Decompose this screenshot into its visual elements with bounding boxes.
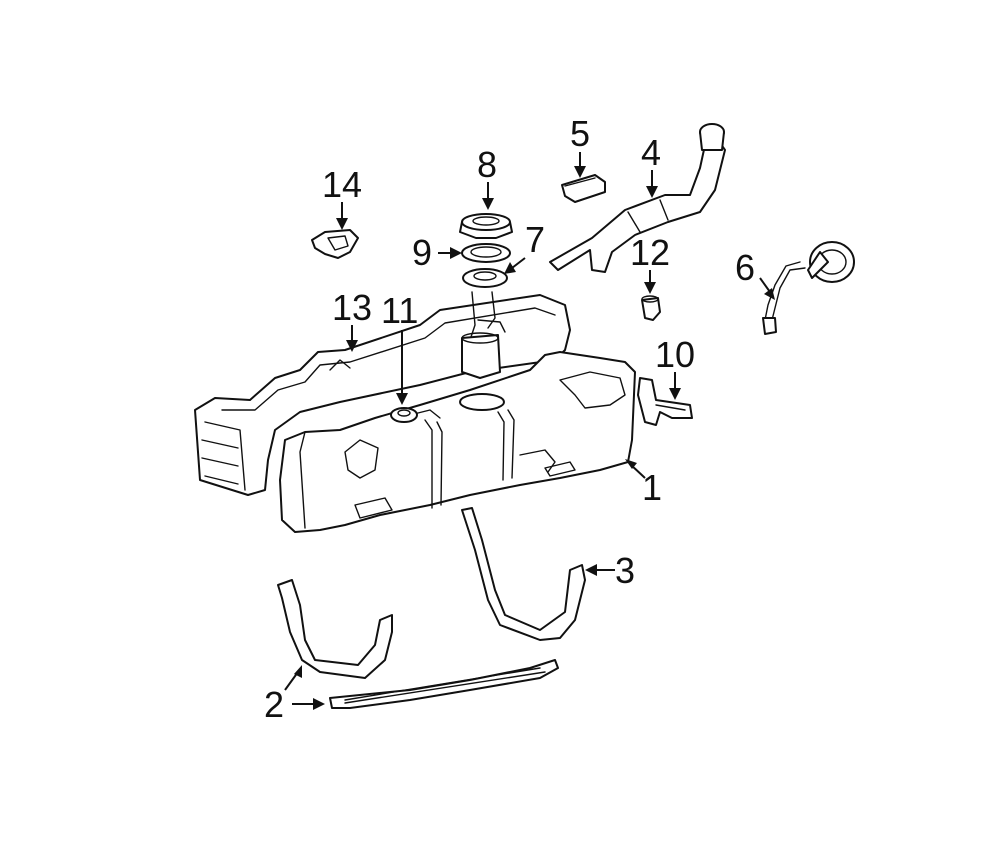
part-6-fuel-cap xyxy=(762,241,855,335)
callout-1: 1 xyxy=(642,467,662,508)
part-5-pad xyxy=(561,174,606,203)
part-10-bracket xyxy=(637,377,693,426)
part-9-seal-ring xyxy=(461,243,511,263)
part-14-clip xyxy=(311,229,359,259)
callout-14: 14 xyxy=(322,164,362,205)
callout-3: 3 xyxy=(615,550,635,591)
part-1-fuel-tank xyxy=(279,351,636,533)
part-12-valve xyxy=(641,295,661,321)
callout-9: 9 xyxy=(412,232,432,273)
callout-7: 7 xyxy=(525,219,545,260)
callout-12: 12 xyxy=(630,232,670,273)
callout-11: 11 xyxy=(381,290,418,331)
callout-6: 6 xyxy=(735,247,755,288)
part-7-fuel-pump xyxy=(461,268,508,379)
part-11-fitting xyxy=(390,407,418,423)
callout-5: 5 xyxy=(570,113,590,154)
callout-13: 13 xyxy=(332,287,372,328)
part-2-cross-strap xyxy=(329,659,559,709)
part-3-strap xyxy=(461,507,586,641)
part-2-strap xyxy=(277,579,393,679)
callout-8: 8 xyxy=(477,144,497,185)
part-4-filler-pipe xyxy=(549,123,726,273)
leader-arrows xyxy=(284,152,775,710)
callout-10: 10 xyxy=(655,334,695,375)
callout-4: 4 xyxy=(641,132,661,173)
part-8-lock-ring xyxy=(459,213,513,239)
callout-2: 2 xyxy=(264,684,284,725)
